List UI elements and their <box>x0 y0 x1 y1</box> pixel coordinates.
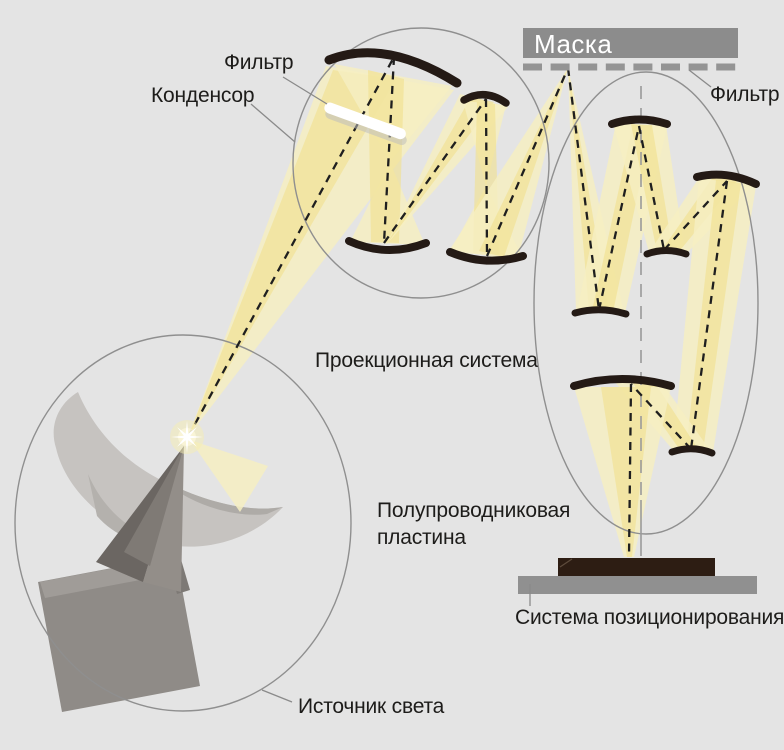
ray-mask-to-projection <box>566 67 601 311</box>
leader-light-source <box>261 689 293 703</box>
label-condenser: Конденсор <box>151 84 255 107</box>
label-positioning-system: Система позиционирования <box>515 606 784 629</box>
leader-condenser <box>250 103 296 143</box>
condenser-mirror-4 <box>446 248 527 265</box>
projection-mirrors <box>570 115 760 457</box>
label-semiconductor-wafer: Полупроводниковая пластина <box>377 497 570 551</box>
plasma-starburst <box>170 420 204 454</box>
projection-mirror-3 <box>643 247 690 258</box>
label-semiconductor-wafer-line2: пластина <box>377 526 466 549</box>
projection-mirror-6 <box>570 375 675 390</box>
semiconductor-wafer <box>558 558 715 576</box>
condenser-ellipse <box>292 27 550 299</box>
mask-bar <box>523 28 738 58</box>
leader-filter-right <box>688 69 712 88</box>
projection-mirror-4 <box>693 170 760 188</box>
label-light-source: Источник света <box>298 695 445 718</box>
condenser-mirror-1 <box>324 48 462 88</box>
ray-condenser-to-mask <box>485 67 570 257</box>
light-source-ellipse <box>14 334 352 712</box>
condenser-mirror-2 <box>460 91 510 107</box>
mask-assembly <box>523 28 739 71</box>
light-beams <box>188 64 756 557</box>
projection-ellipse <box>533 71 759 535</box>
projection-mirror-5 <box>668 445 716 457</box>
condenser-mirror-3 <box>345 237 430 254</box>
positioning-stage <box>518 576 757 594</box>
label-mask: Маска <box>534 29 613 59</box>
ray-paths <box>186 56 729 558</box>
label-filter-right: Фильтр <box>710 83 780 106</box>
label-projection-system: Проекционная система <box>315 349 538 372</box>
projection-mirror-1 <box>571 306 630 318</box>
spectral-filter-bar <box>324 102 407 146</box>
projection-mirror-2 <box>608 115 671 128</box>
condenser-mirrors <box>324 48 527 265</box>
wafer-and-stage <box>518 558 757 594</box>
leader-lines <box>250 69 712 703</box>
source-cone <box>96 446 184 592</box>
label-filter-left: Фильтр <box>224 51 294 74</box>
label-semiconductor-wafer-line1: Полупроводниковая <box>377 499 571 522</box>
leader-filter-left <box>282 76 328 105</box>
